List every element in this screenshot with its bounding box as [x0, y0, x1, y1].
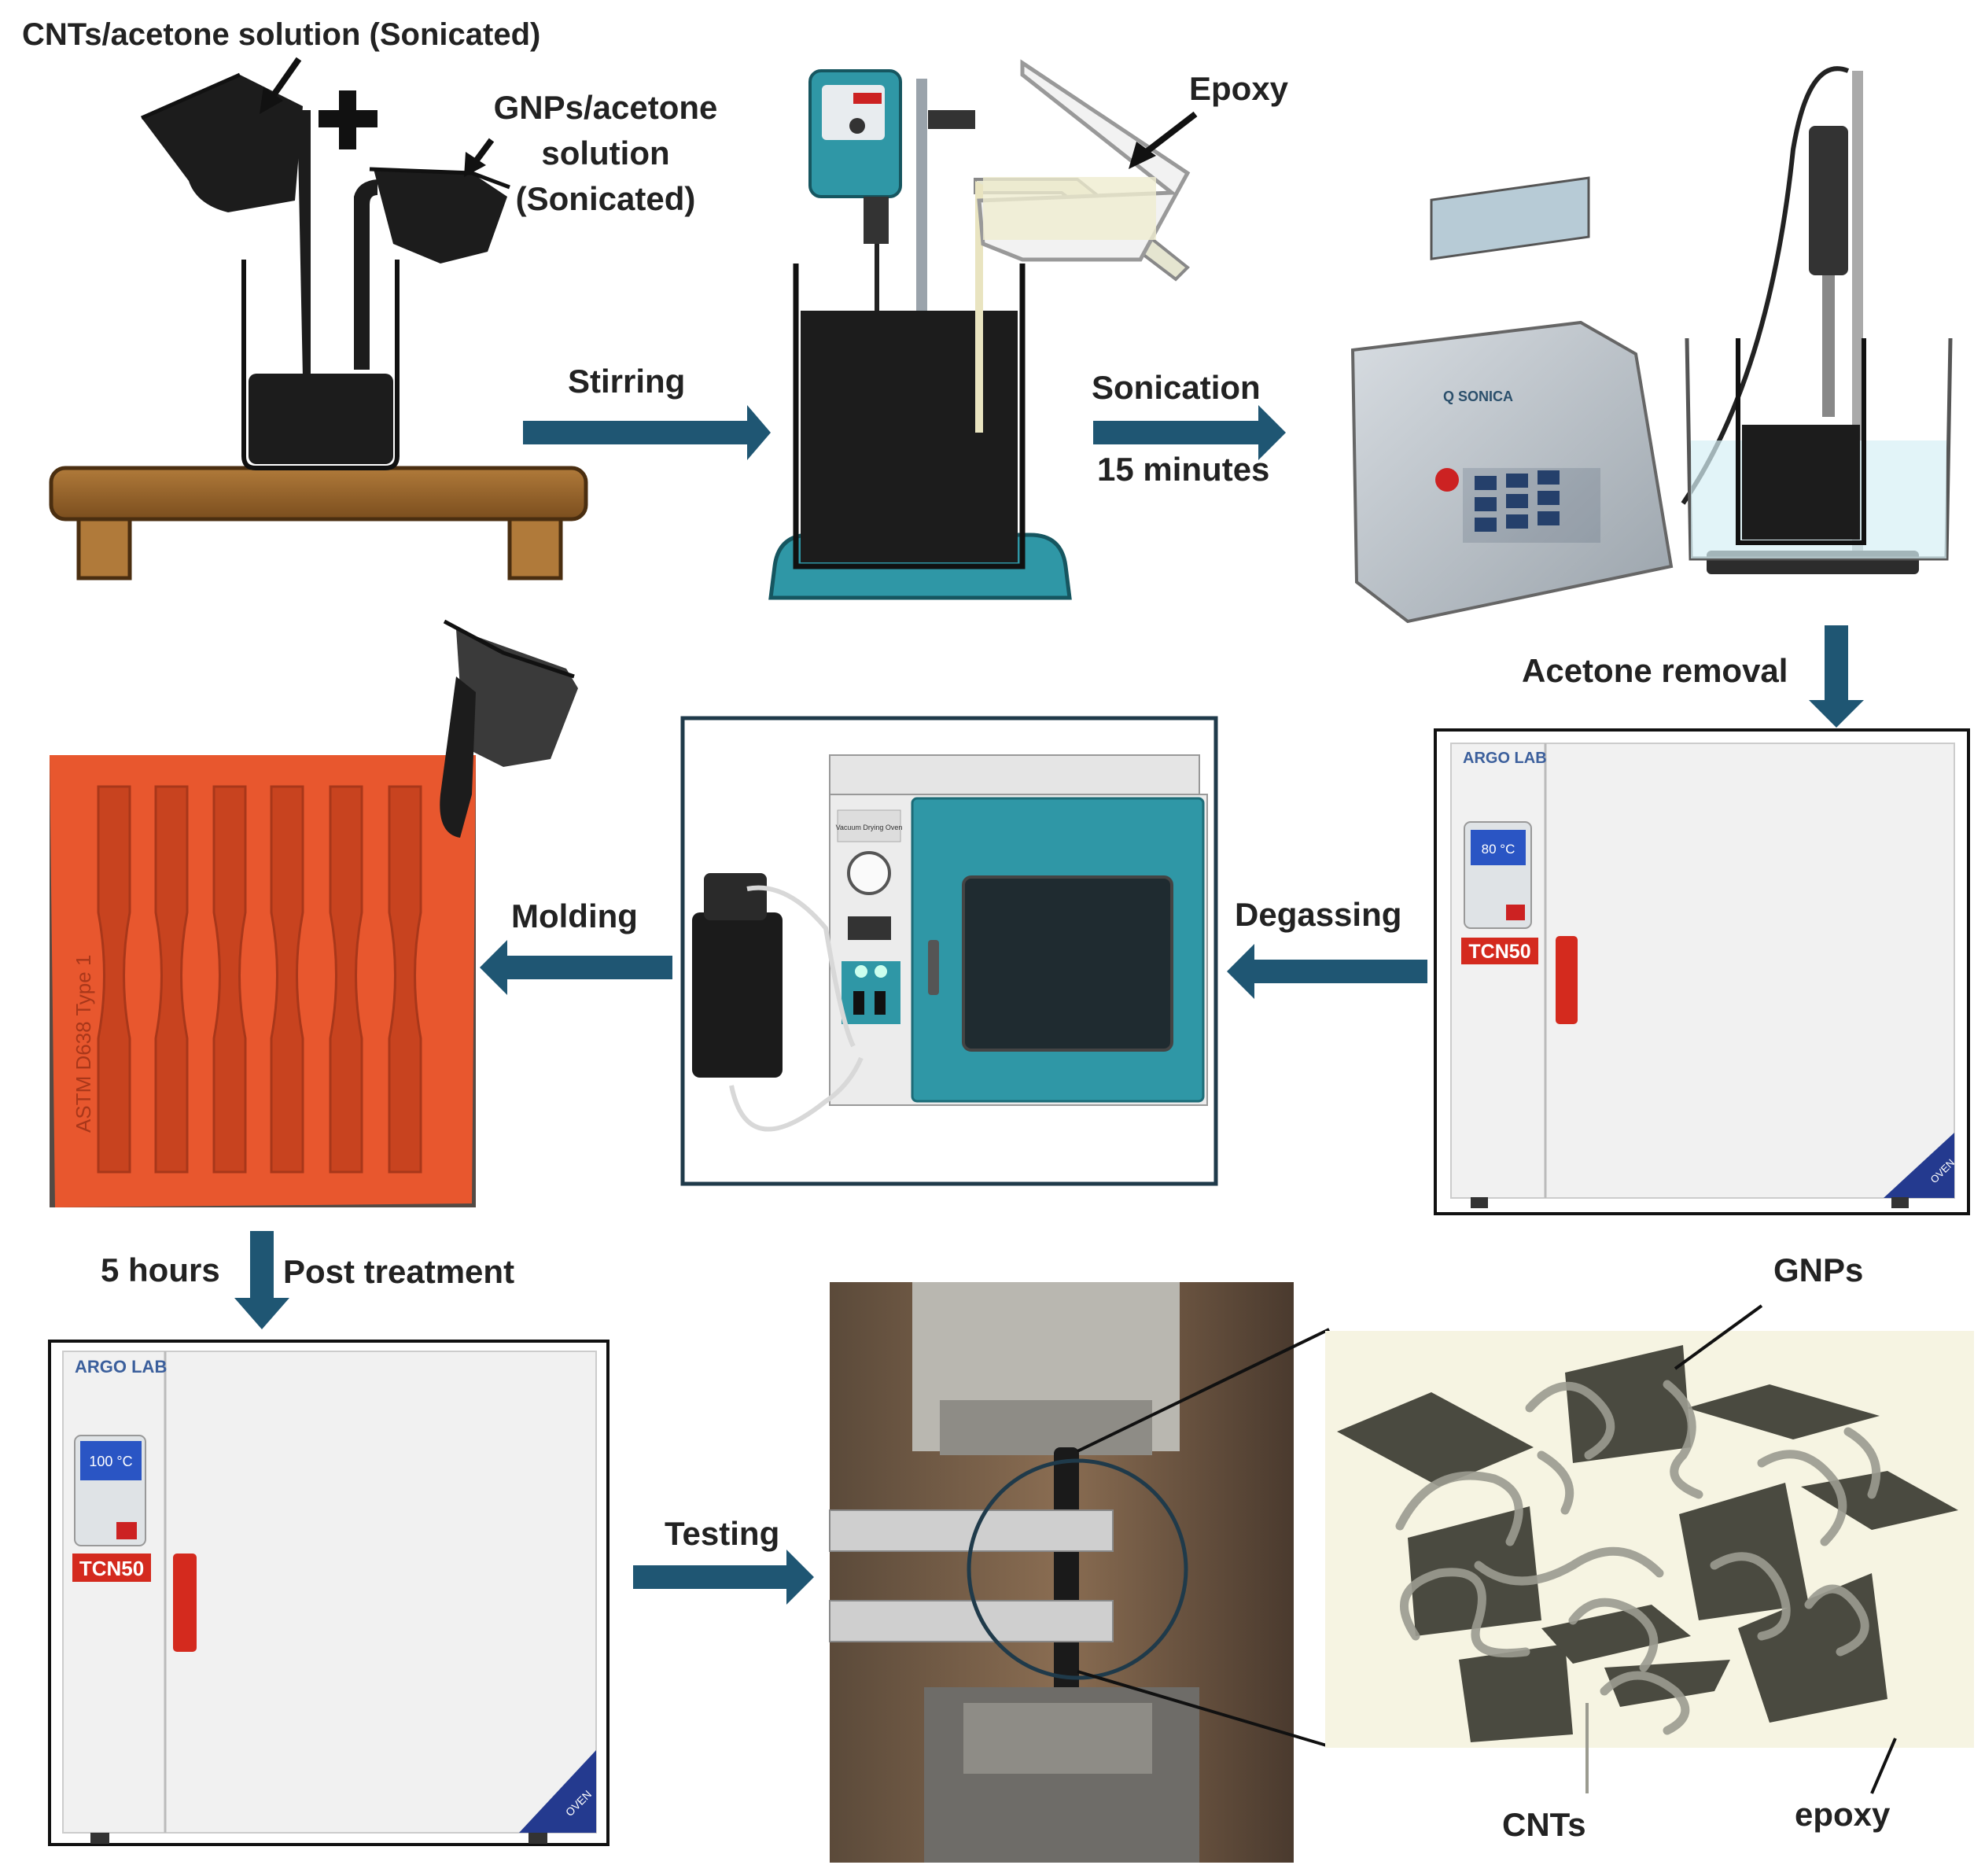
arrow-post-treatment-head: [234, 1298, 289, 1329]
arrow-molding-head: [480, 940, 507, 995]
flow-arrows: [234, 405, 1864, 1605]
ultrasonic-sonicator-illustration: Q SONICA: [1350, 66, 1953, 624]
arrow-testing-head: [786, 1550, 814, 1605]
label-gnps: GNPs: [1773, 1251, 1864, 1288]
arrow-sonication-head: [1258, 405, 1286, 460]
label-testing: Testing: [665, 1515, 780, 1552]
mixing-bench-illustration: [49, 57, 588, 580]
oven1-temperature: 80 °C: [1482, 842, 1515, 857]
arrow-degassing-head: [1227, 944, 1254, 999]
label-sonication: Sonication: [1092, 369, 1261, 406]
sonicator-brand: Q SONICA: [1443, 389, 1513, 404]
label-gnps-solution-line2: solution: [541, 135, 670, 171]
label-degassing: Degassing: [1235, 896, 1402, 933]
label-acetone-removal: Acetone removal: [1522, 652, 1788, 689]
nanocomposite-schematic: [1325, 1304, 1974, 1794]
label-stirring: Stirring: [568, 363, 686, 400]
label-cnts-solution: CNTs/acetone solution (Sonicated): [22, 17, 541, 52]
label-molding: Molding: [511, 897, 638, 934]
drying-oven-80c: 80 °C ARGO LAB TCN50 OVEN: [1434, 728, 1970, 1215]
arrow-stirring-head: [747, 405, 771, 460]
arrow-degassing: [1250, 960, 1427, 983]
silicone-mold-photo: ASTM D638 Type 1: [50, 619, 578, 1207]
label-gnps-solution-line1: GNPs/acetone: [493, 89, 718, 126]
label-sonication-time: 15 minutes: [1097, 451, 1270, 488]
oven1-model: TCN50: [1468, 941, 1530, 963]
oven1-brand: ARGO LAB: [1463, 750, 1547, 767]
arrow-testing: [633, 1565, 790, 1589]
arrow-stirring: [523, 421, 751, 444]
vacuum-oven-label: Vacuum Drying Oven: [836, 824, 903, 831]
label-cnts: CNTs: [1502, 1806, 1586, 1843]
oven2-temperature: 100 °C: [89, 1454, 132, 1469]
arrow-acetone-removal: [1825, 625, 1848, 704]
vacuum-oven-photo: Vacuum Drying Oven: [680, 716, 1218, 1186]
label-post-treatment: Post treatment: [283, 1253, 515, 1290]
arrow-molding: [503, 956, 672, 979]
arrow-post-treatment: [250, 1231, 274, 1302]
curing-oven-100c: 100 °C ARGO LAB TCN50 OVEN: [48, 1340, 609, 1846]
label-epoxy-bottom: epoxy: [1795, 1796, 1891, 1833]
label-post-time: 5 hours: [101, 1251, 220, 1288]
arrow-acetone-removal-head: [1809, 700, 1864, 728]
overhead-stirrer-illustration: [768, 59, 1198, 600]
label-gnps-solution-line3: (Sonicated): [515, 180, 696, 217]
oven2-brand: ARGO LAB: [75, 1357, 167, 1377]
oven2-model: TCN50: [79, 1557, 144, 1580]
mold-engraving: ASTM D638 Type 1: [72, 955, 95, 1133]
tensile-test-photo: [829, 1282, 1330, 1863]
arrow-sonication: [1093, 421, 1262, 444]
label-epoxy-top: Epoxy: [1189, 70, 1289, 107]
